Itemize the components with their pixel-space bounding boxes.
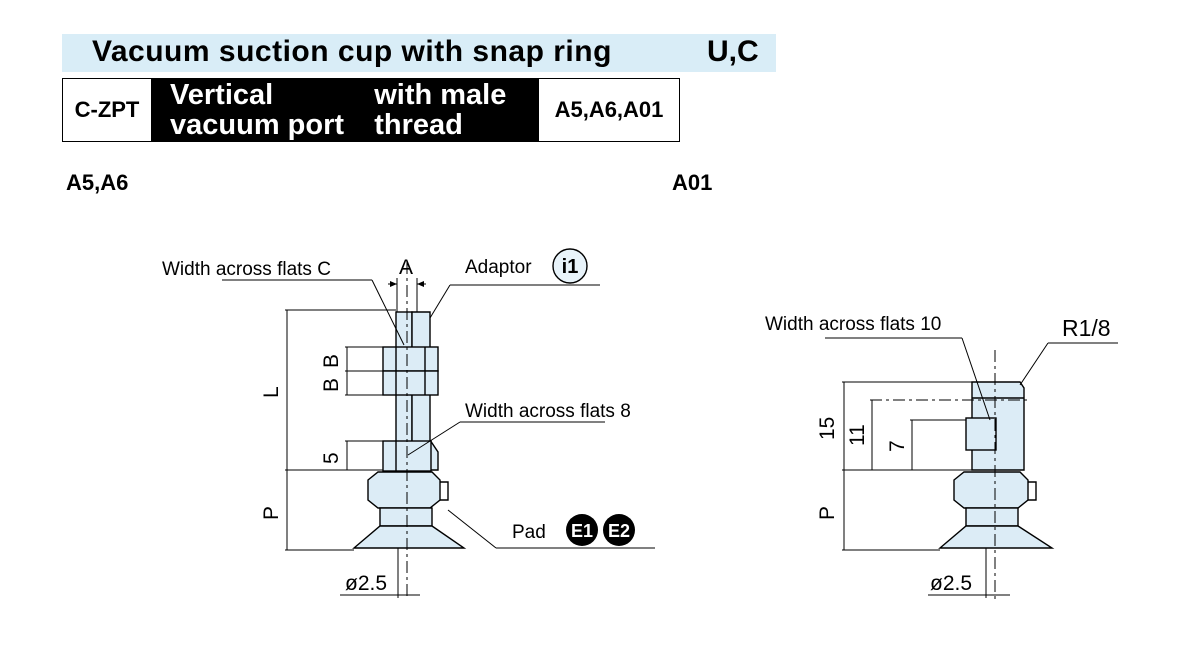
product-title: Vacuum suction cup with snap ring: [92, 35, 612, 68]
title-band: [62, 34, 776, 72]
label-adaptor: Adaptor: [465, 257, 532, 278]
left-nut-lower: [382, 370, 439, 396]
label-r1-8: R1/8: [1062, 315, 1111, 341]
variant-codes: A5,A6,A01: [538, 78, 680, 142]
left-snap-ring: [367, 471, 441, 509]
model-row: C-ZPT Vertical vacuum port with male thr…: [62, 78, 680, 142]
label-dim-15: 15: [816, 417, 839, 440]
label-width-across-flats-10: Width across flats 10: [765, 314, 941, 335]
adaptor-badge: i1: [552, 248, 588, 284]
right-labels: Width across flats 10 R1/8 ø2.5 15 11 7 …: [765, 314, 1111, 595]
left-drawing-heading: A5,A6: [66, 170, 129, 195]
pad-badge-e2: E2: [603, 514, 635, 546]
left-nut-upper: [382, 346, 439, 372]
label-pad: Pad: [512, 522, 546, 543]
left-labels: Width across flats C A Adaptor Width acr…: [162, 256, 631, 595]
label-diameter-right: ø2.5: [930, 572, 972, 595]
label-dim-7: 7: [886, 440, 909, 452]
svg-text:E2: E2: [608, 521, 630, 541]
label-dim-b1: B: [320, 354, 343, 368]
label-dim-p-left: P: [260, 506, 283, 520]
svg-text:i1: i1: [562, 256, 579, 278]
label-dim-l: L: [260, 386, 283, 398]
label-dim-p-right: P: [816, 506, 839, 520]
right-hex-10: [965, 417, 997, 451]
label-dim-11: 11: [846, 424, 869, 446]
left-pad-neck: [379, 507, 433, 527]
left-drawing: [352, 311, 467, 549]
label-width-across-flats-c: Width across flats C: [162, 259, 331, 280]
series-label: U,C: [707, 35, 759, 68]
label-width-across-flats-8: Width across flats 8: [465, 401, 631, 422]
right-pad-neck: [965, 507, 1019, 527]
description-line-2: with male thread: [374, 79, 507, 141]
pad-badge-e1: E1: [566, 514, 598, 546]
label-dim-a: A: [399, 256, 413, 279]
description-line-1: Vertical vacuum port: [170, 79, 345, 141]
model-code: C-ZPT: [62, 78, 152, 142]
svg-text:E1: E1: [571, 521, 593, 541]
right-pad-cup: [938, 525, 1055, 549]
label-dim-b2: B: [320, 378, 343, 392]
label-diameter-left: ø2.5: [345, 572, 387, 595]
right-drawing: [938, 381, 1055, 549]
right-snap-ring: [953, 471, 1029, 509]
label-dim-5: 5: [320, 452, 343, 464]
right-drawing-heading: A01: [672, 170, 713, 195]
model-description: Vertical vacuum port with male thread: [151, 78, 539, 142]
left-pad-cup: [352, 525, 467, 549]
